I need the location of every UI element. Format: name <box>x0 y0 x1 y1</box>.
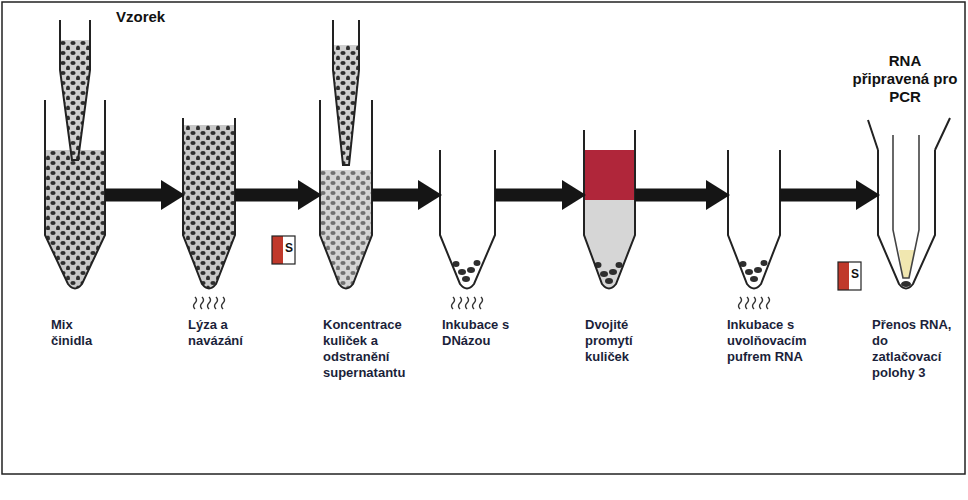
step-caption: Přenos RNA, do zatlačovací polohy 3 <box>872 317 958 381</box>
tube-5 <box>584 130 635 289</box>
step-caption: Inkubace s DNázou <box>442 317 538 349</box>
step-caption: Mix činidla <box>51 317 113 349</box>
flow-arrow <box>635 189 708 202</box>
tube-7 <box>838 118 950 290</box>
flow-arrow <box>780 189 858 202</box>
step-caption: Dvojité promytí kuliček <box>585 317 677 365</box>
tube-4 <box>440 150 495 309</box>
sample-label: Vzorek <box>116 8 206 26</box>
frame <box>2 2 965 474</box>
flow-arrow <box>495 189 564 202</box>
tube-1 <box>45 20 105 289</box>
magnet-pole: S <box>283 241 295 256</box>
process-step: Dvojité promytí kuliček <box>584 130 635 295</box>
flow-arrow <box>105 189 163 202</box>
process-step: Inkubace s uvolňovacím pufrem RNA <box>728 150 780 295</box>
tube-3 <box>272 20 372 289</box>
magnet-pole: S <box>849 267 861 282</box>
step-caption: Koncentrace kuliček a odstranění superna… <box>323 317 425 381</box>
output-label: RNA připravená pro PCR <box>852 52 958 106</box>
tube-6 <box>728 150 780 309</box>
process-step: Koncentrace kuliček a odstranění superna… <box>320 100 372 295</box>
flow-arrow <box>235 189 300 202</box>
tube-2 <box>183 118 235 309</box>
process-step: Mix činidla <box>45 100 105 295</box>
flow-arrow <box>372 189 420 202</box>
process-step: Přenos RNA, do zatlačovací polohy 3 <box>878 150 935 295</box>
step-caption: Inkubace s uvolňovacím pufrem RNA <box>727 317 827 365</box>
process-step: Inkubace s DNázou <box>440 150 495 295</box>
step-caption: Lýza a navázání <box>188 317 266 349</box>
process-step: Lýza a navázání <box>183 118 235 295</box>
